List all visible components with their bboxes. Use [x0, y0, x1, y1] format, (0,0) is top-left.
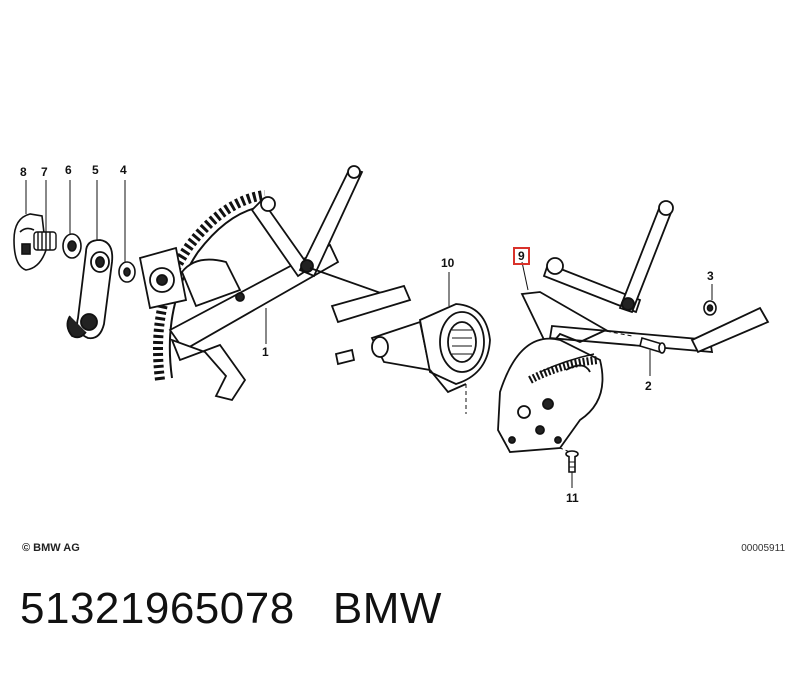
dashed-alignment-9 — [599, 329, 633, 337]
part-8-crank-cover — [13, 213, 47, 271]
brand-name: BMW — [332, 584, 442, 633]
part-11-screw — [565, 450, 579, 473]
dashed-alignment-11 — [559, 447, 571, 453]
callout-10[interactable]: 10 — [441, 256, 455, 270]
callout-1[interactable]: 1 — [262, 345, 269, 359]
leader-lines-left — [25, 180, 126, 262]
callout-8[interactable]: 8 — [20, 165, 27, 179]
part-9-regulator — [497, 200, 770, 453]
part-7-drive-shaft — [33, 231, 57, 251]
callout-9-highlighted[interactable]: 9 — [513, 247, 530, 265]
callout-2[interactable]: 2 — [645, 379, 652, 393]
part-5-crank-arm — [66, 239, 114, 340]
leader-line-9 — [521, 261, 529, 291]
part-caption: 51321965078 BMW — [20, 584, 442, 634]
part-1-regulator — [138, 165, 412, 402]
copyright-notice: © BMW AG — [22, 542, 80, 554]
part-number: 51321965078 — [20, 584, 295, 633]
document-number: 00005911 — [741, 543, 785, 554]
part-2-bolt — [639, 336, 666, 354]
part-4-nut — [118, 261, 136, 283]
part-3-nut — [703, 300, 717, 316]
callout-6[interactable]: 6 — [65, 163, 72, 177]
callout-4[interactable]: 4 — [120, 163, 127, 177]
part-6-washer — [62, 233, 82, 259]
callout-7[interactable]: 7 — [41, 165, 48, 179]
part-10-motor — [334, 303, 491, 394]
callout-11[interactable]: 11 — [566, 491, 579, 505]
callout-3[interactable]: 3 — [707, 269, 714, 283]
callout-5[interactable]: 5 — [92, 163, 99, 177]
